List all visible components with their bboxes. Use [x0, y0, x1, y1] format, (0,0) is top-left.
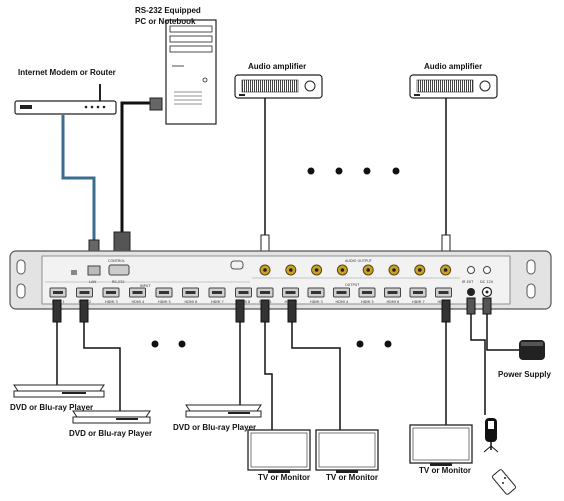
lan-port[interactable] [87, 265, 101, 276]
tv-monitor-1 [247, 429, 311, 473]
input-plugs [52, 299, 245, 323]
power-indicator [483, 266, 491, 274]
tv-monitor-1-label: TV or Monitor [258, 473, 310, 482]
pc-label-line2: PC or Notebook [135, 17, 196, 26]
hdmi-input-label-7: HDMI 7 [211, 300, 224, 304]
hdmi-input-label-4: HDMI 4 [132, 300, 145, 304]
audio-amplifier-right [409, 74, 498, 99]
dvd-player-3-label: DVD or Blu-ray Player [173, 423, 256, 432]
lan-plug [88, 239, 100, 253]
ir-plug [466, 297, 476, 315]
output-plugs [260, 299, 451, 323]
power-cable [486, 300, 520, 351]
ir-ext-label: IR EXT [462, 280, 474, 284]
amp-right-label: Audio amplifier [424, 62, 482, 71]
power-supply [519, 340, 545, 360]
dvd-player-1-label: DVD or Blu-ray Player [10, 403, 93, 412]
control-label: CONTROL [108, 259, 125, 263]
ellipsis-dots-right [356, 340, 392, 348]
audio-output-group-label: AUDIO OUTPUT [345, 259, 373, 263]
ir-receiver [483, 418, 499, 453]
router [14, 84, 117, 115]
tv-monitor-2 [315, 429, 379, 473]
tv-monitor-3-label: TV or Monitor [419, 466, 471, 475]
pc-label: RS-232 Equipped [135, 6, 201, 15]
hdmi-input-label-3: HDMI 3 [105, 300, 118, 304]
dc-label: DC 12V [480, 280, 494, 284]
tv-monitor-2-label: TV or Monitor [326, 473, 378, 482]
dvd-player-3 [185, 404, 262, 418]
hdmi-output-label-7: HDMI 7 [412, 300, 425, 304]
ellipsis-dots-left [151, 340, 186, 348]
reset-button[interactable] [71, 270, 77, 275]
remote-control-icon [492, 469, 516, 495]
router-label: Internet Modem or Router [18, 68, 116, 77]
hdmi-input-label-5: HDMI 5 [158, 300, 171, 304]
hdmi-output-label-4: HDMI 4 [336, 300, 349, 304]
ellipsis-dots-top [307, 167, 400, 175]
rs232-port[interactable] [108, 264, 130, 276]
hdmi-output-label-5: HDMI 5 [361, 300, 374, 304]
rs232-plug-matrix [113, 231, 131, 253]
rs232-cable [120, 101, 150, 232]
hdmi-output-label-3: HDMI 3 [310, 300, 323, 304]
pc-tower [165, 19, 217, 125]
rs232-port-label: RS-232 [112, 280, 125, 284]
lan-port-label: LAN [89, 280, 96, 284]
ir-ext-port[interactable] [467, 288, 475, 296]
dvd-player-2-label: DVD or Blu-ray Player [69, 429, 152, 438]
rs232-plug-pc [149, 97, 163, 111]
hdmi-output-label-6: HDMI 6 [387, 300, 400, 304]
dvd-player-2 [72, 410, 151, 424]
tv-monitor-3 [409, 424, 473, 466]
input-group-label: INPUT [140, 284, 151, 288]
amp-left-label: Audio amplifier [248, 62, 306, 71]
power-supply-label: Power Supply [498, 370, 551, 379]
ir-cable [470, 300, 486, 415]
ir-indicator [467, 266, 475, 274]
hdmi-input-label-6: HDMI 6 [185, 300, 198, 304]
audio-amplifier-left [234, 74, 323, 99]
audio-output-jacks [259, 264, 452, 276]
output-group-label: OUTPUT [345, 283, 360, 287]
network-cable [61, 115, 96, 248]
power-plug [482, 297, 492, 315]
dvd-player-1 [13, 384, 105, 398]
